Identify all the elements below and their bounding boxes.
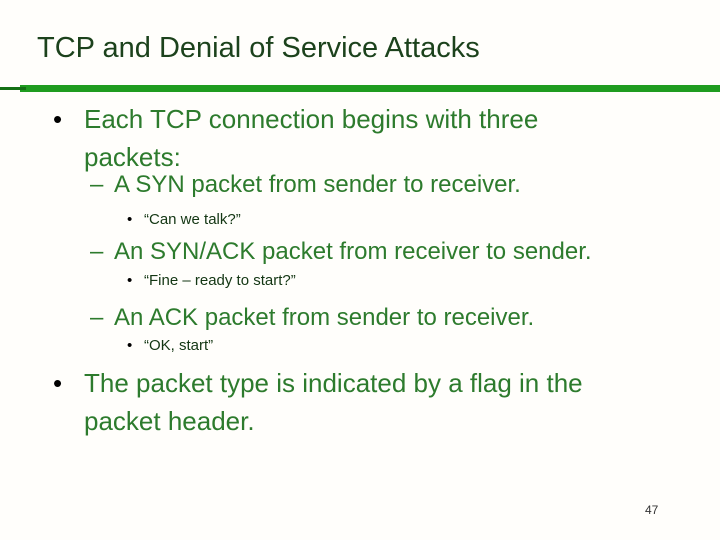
list-item-text: An SYN/ACK packet from receiver to sende… <box>114 237 690 267</box>
list-item: – A SYN packet from sender to receiver. <box>0 170 690 200</box>
list-item: • “OK, start” <box>0 336 690 356</box>
list-item-text: “Can we talk?” <box>144 210 690 230</box>
bullet-dot-icon: • <box>53 104 63 134</box>
dash-icon: – <box>90 238 104 265</box>
text-line: An ACK packet from sender to receiver. <box>114 304 535 331</box>
bullet-dot-icon: • <box>127 337 133 354</box>
list-item: • Each TCP connection begins with three … <box>0 100 690 176</box>
list-item: – An ACK packet from sender to receiver. <box>0 303 690 333</box>
text-line: “Fine – ready to start?” <box>144 272 296 289</box>
title-underline-rule <box>20 85 720 92</box>
text-line: packets: <box>84 142 181 172</box>
list-item: • The packet type is indicated by a flag… <box>0 364 690 440</box>
text-line: An SYN/ACK packet from receiver to sende… <box>114 238 592 265</box>
list-item: • “Can we talk?” <box>0 210 690 230</box>
dash-icon: – <box>90 171 104 198</box>
text-line: “OK, start” <box>144 337 214 354</box>
text-line: “Can we talk?” <box>144 211 241 228</box>
bullet-dot-icon: • <box>127 272 133 289</box>
bullet-dot-icon: • <box>127 211 133 228</box>
slide-title: TCP and Denial of Service Attacks <box>37 32 480 64</box>
text-line: packet header. <box>84 406 255 436</box>
page-number: 47 <box>645 503 659 517</box>
list-item-text: The packet type is indicated by a flag i… <box>84 364 690 440</box>
list-item-text: “Fine – ready to start?” <box>144 271 690 291</box>
list-item: – An SYN/ACK packet from receiver to sen… <box>0 237 690 267</box>
list-item-text: A SYN packet from sender to receiver. <box>114 170 690 200</box>
bullet-dot-icon: • <box>53 368 63 398</box>
text-line: The packet type is indicated by a flag i… <box>84 368 583 398</box>
text-line: Each TCP connection begins with three <box>84 104 539 134</box>
list-item-text: “OK, start” <box>144 336 690 356</box>
dash-icon: – <box>90 304 104 331</box>
text-line: A SYN packet from sender to receiver. <box>114 171 521 198</box>
list-item-text: An ACK packet from sender to receiver. <box>114 303 690 333</box>
list-item-text: Each TCP connection begins with three pa… <box>84 100 690 176</box>
list-item: • “Fine – ready to start?” <box>0 271 690 291</box>
title-underline-rule-left-segment <box>0 87 26 90</box>
